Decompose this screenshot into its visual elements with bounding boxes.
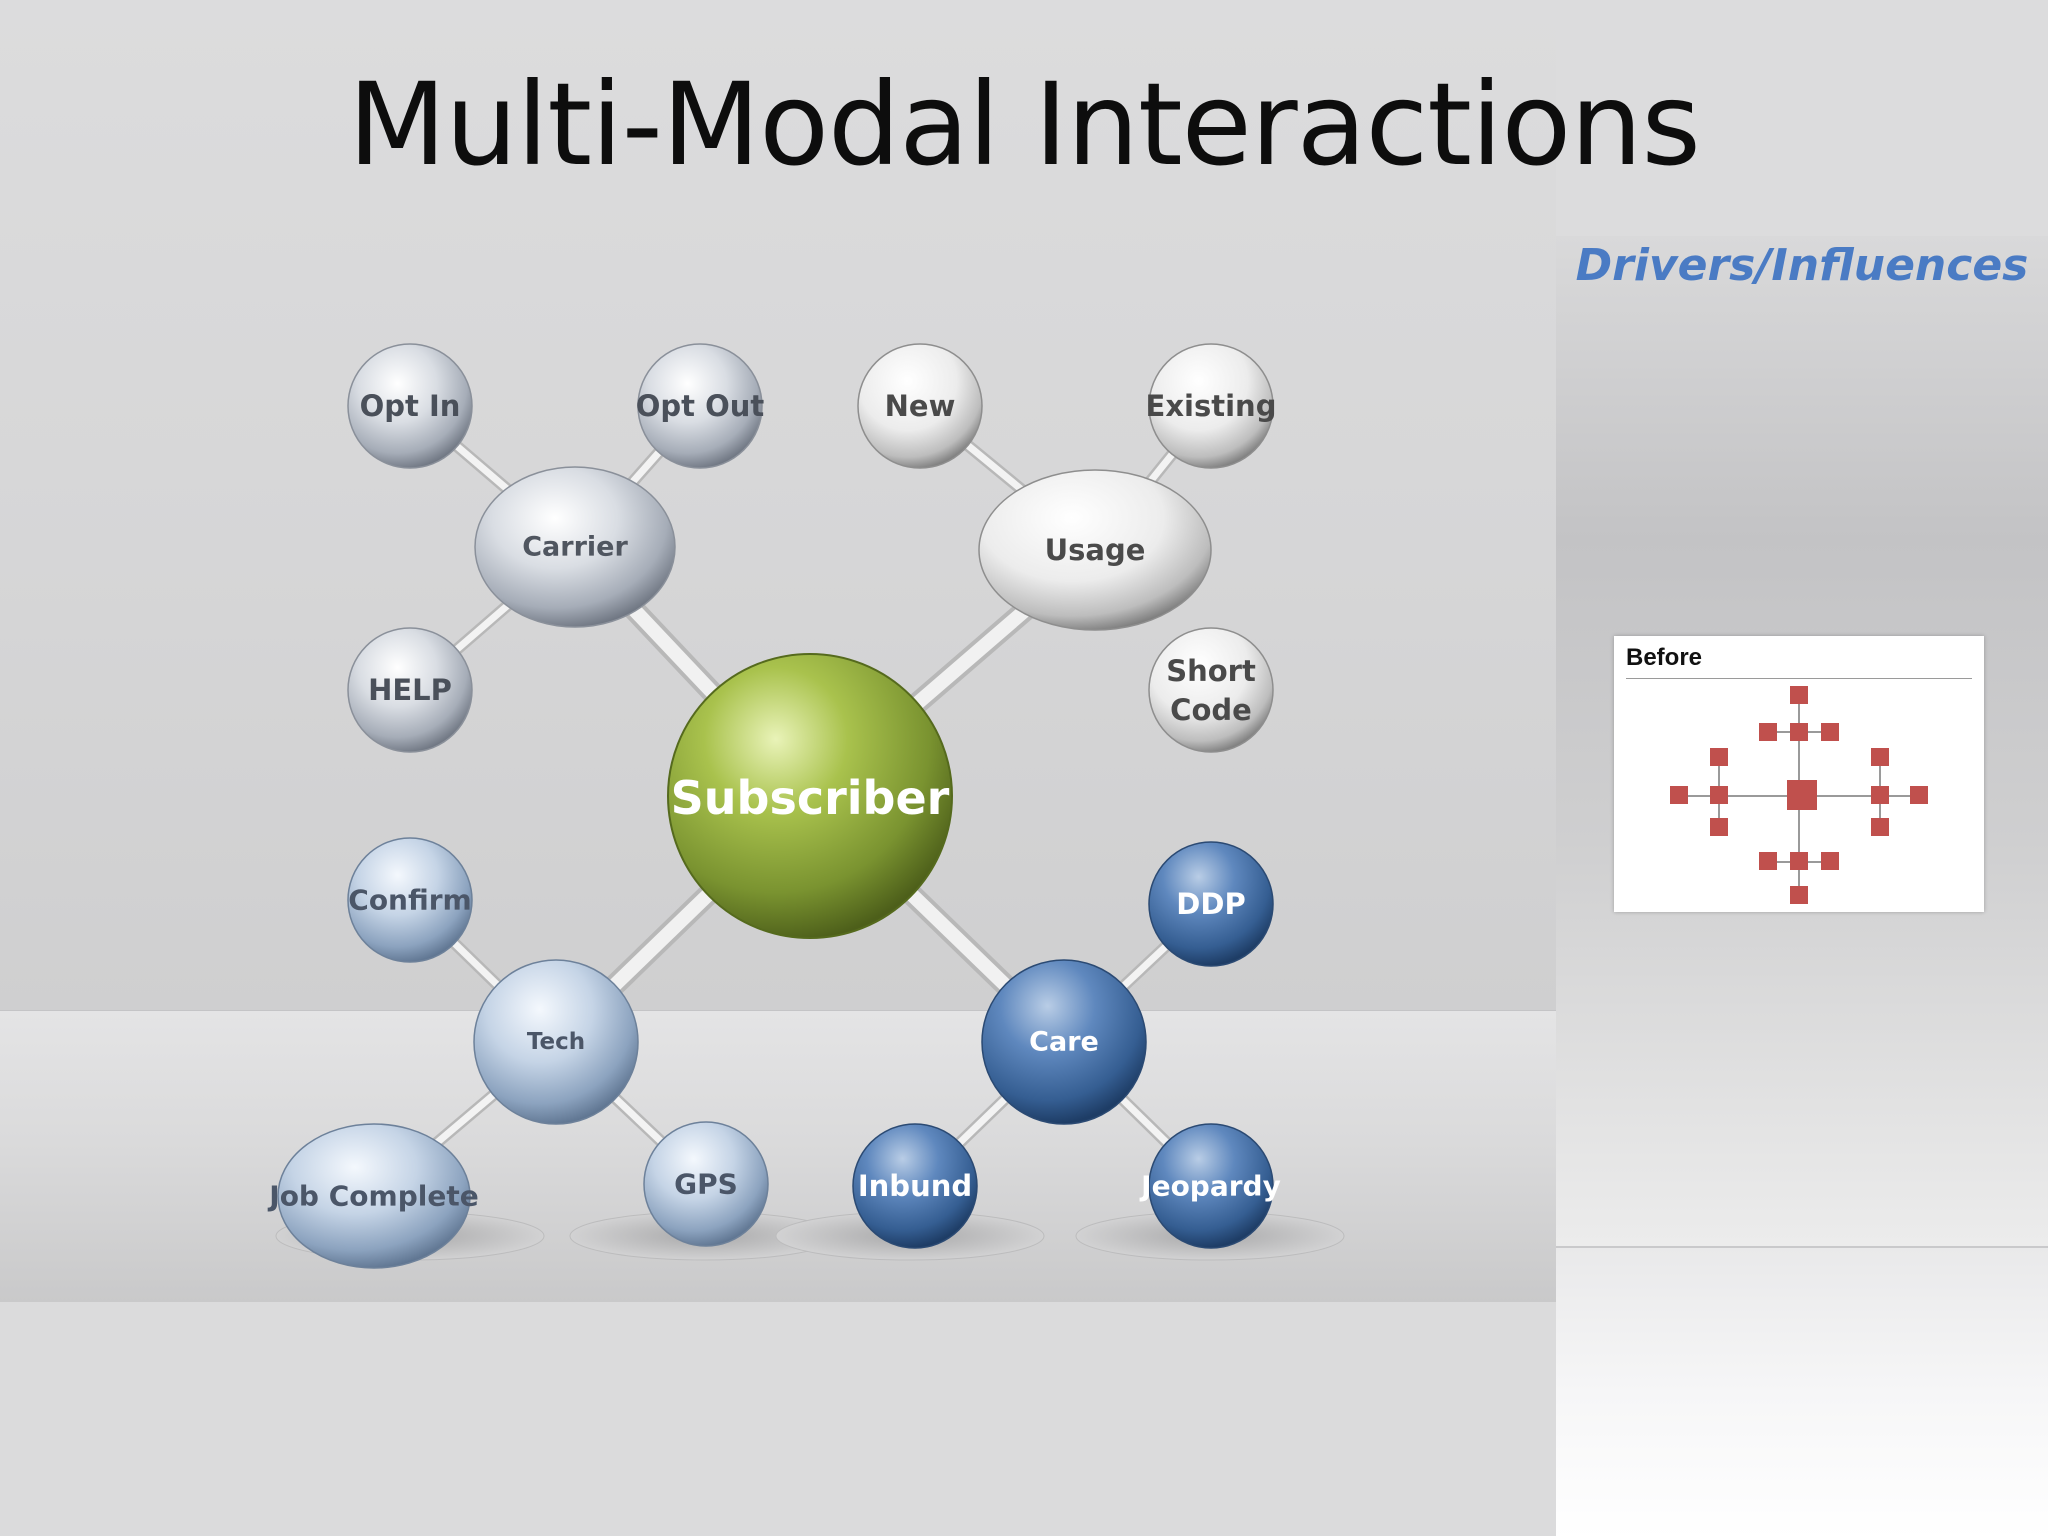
thumbnail-node — [1759, 852, 1777, 870]
node-confirm[interactable]: Confirm — [347, 837, 473, 963]
node-jeopardy[interactable]: Jeopardy — [1139, 1123, 1281, 1249]
node-opt-in[interactable]: Opt In — [347, 343, 473, 469]
node-label: Code — [1170, 693, 1252, 727]
node-job-complete[interactable]: Job Complete — [267, 1123, 479, 1269]
node-label: Short — [1166, 654, 1256, 688]
before-thumbnail[interactable]: Before — [1614, 636, 1984, 912]
thumbnail-node — [1670, 786, 1688, 804]
thumbnail-node — [1710, 748, 1728, 766]
side-panel-bottom — [1556, 1246, 2048, 1536]
thumbnail-node — [1821, 723, 1839, 741]
node-usage[interactable]: Usage — [978, 469, 1212, 631]
node-label: Care — [1029, 1027, 1099, 1058]
node-label: Inbund — [858, 1169, 972, 1203]
node-new[interactable]: New — [857, 343, 983, 469]
node-label: Job Complete — [267, 1180, 478, 1213]
side-panel-heading: Drivers/Influences — [1575, 240, 2029, 291]
node-label: Opt Out — [636, 389, 765, 423]
thumbnail-node — [1710, 818, 1728, 836]
thumbnail-node — [1871, 748, 1889, 766]
node-label: DDP — [1176, 887, 1245, 921]
thumbnail-label: Before — [1626, 644, 1703, 671]
thumbnail-node — [1790, 886, 1808, 904]
node-ddp[interactable]: DDP — [1148, 841, 1274, 967]
node-label: Existing — [1146, 389, 1277, 423]
thumbnail-divider — [1626, 678, 1972, 679]
thumbnail-node — [1871, 786, 1889, 804]
slide-title: Multi-Modal Interactions — [348, 58, 1701, 191]
node-gps[interactable]: GPS — [643, 1121, 769, 1247]
thumbnail-node — [1910, 786, 1928, 804]
thumbnail-node — [1871, 818, 1889, 836]
node-opt-out[interactable]: Opt Out — [636, 343, 765, 469]
node-help[interactable]: HELP — [347, 627, 473, 753]
node-label: HELP — [368, 673, 452, 707]
node-label: Subscriber — [671, 771, 950, 825]
node-label: Usage — [1045, 533, 1146, 567]
node-short-code[interactable]: Short Code — [1148, 627, 1274, 753]
node-inbund[interactable]: Inbund — [852, 1123, 978, 1249]
node-label: Jeopardy — [1139, 1170, 1281, 1203]
node-label: GPS — [674, 1168, 738, 1201]
thumbnail-node — [1759, 723, 1777, 741]
thumbnail-node — [1790, 723, 1808, 741]
slide-footer-area — [0, 1302, 1556, 1536]
node-carrier[interactable]: Carrier — [474, 466, 676, 628]
node-label: Tech — [527, 1029, 585, 1055]
node-tech[interactable]: Tech — [473, 959, 639, 1125]
node-label: Opt In — [360, 389, 461, 423]
node-existing[interactable]: Existing — [1146, 343, 1277, 469]
node-label: Confirm — [348, 884, 471, 917]
mind-map-diagram: Opt In Opt Out HELP Carrier New Existing… — [267, 343, 1345, 1269]
thumbnail-org-chart — [1670, 686, 1928, 904]
thumbnail-node — [1787, 780, 1817, 810]
thumbnail-node — [1790, 686, 1808, 704]
node-subscriber[interactable]: Subscriber — [667, 653, 953, 939]
thumbnail-node — [1790, 852, 1808, 870]
node-label: Carrier — [522, 532, 628, 563]
thumbnail-node — [1710, 786, 1728, 804]
node-care[interactable]: Care — [981, 959, 1147, 1125]
node-label: New — [885, 389, 956, 423]
thumbnail-node — [1821, 852, 1839, 870]
